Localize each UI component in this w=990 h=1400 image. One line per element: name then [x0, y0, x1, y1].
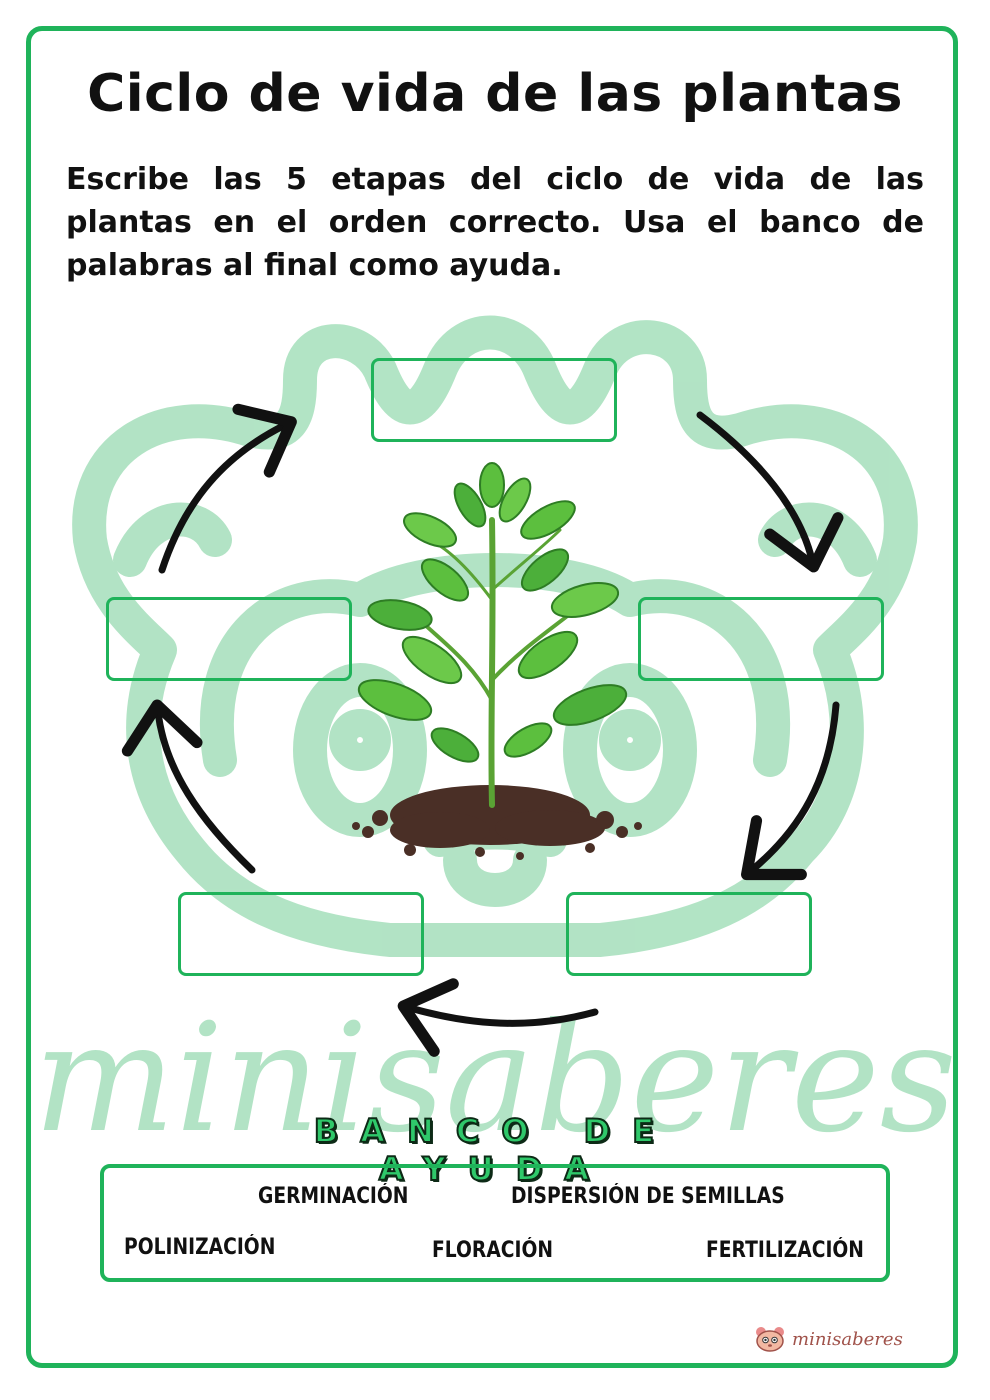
- arrow-right: [741, 701, 840, 881]
- arrow-top-right: [696, 411, 844, 573]
- cycle-arrows: [121, 403, 844, 1057]
- stage-box-left[interactable]: [106, 597, 352, 681]
- page-title: Ciclo de vida de las plantas: [87, 64, 903, 124]
- bear-logo-icon: [756, 1327, 784, 1352]
- word-bank-title: BANCO DE AYUDA: [313, 1111, 677, 1189]
- stage-box-right[interactable]: [638, 597, 884, 681]
- instructions-text: Escribe las 5 etapas del ciclo de vida d…: [66, 162, 924, 283]
- plant-illustration: [352, 462, 642, 860]
- word-bank-item: GERMINACIÓN: [258, 1184, 409, 1209]
- word-bank: [100, 1164, 890, 1282]
- soil: [352, 785, 642, 860]
- word-bank-item: FERTILIZACIÓN: [706, 1238, 864, 1263]
- stage-box-bottom-right[interactable]: [566, 892, 812, 976]
- word-bank-item: DISPERSIÓN DE SEMILLAS: [511, 1184, 785, 1209]
- page-border: [26, 26, 958, 1368]
- leaves: [357, 462, 628, 763]
- word-bank-item: FLORACIÓN: [432, 1238, 554, 1263]
- stage-box-top[interactable]: [371, 358, 617, 442]
- arrow-left: [121, 699, 256, 874]
- footer-logo: minisaberes: [754, 1326, 903, 1352]
- word-bank-item: POLINIZACIÓN: [124, 1235, 276, 1260]
- footer-logo-text: minisaberes: [792, 1328, 903, 1350]
- arrow-top-left: [158, 403, 297, 574]
- arrow-bottom: [397, 978, 599, 1057]
- stage-box-bottom-left[interactable]: [178, 892, 424, 976]
